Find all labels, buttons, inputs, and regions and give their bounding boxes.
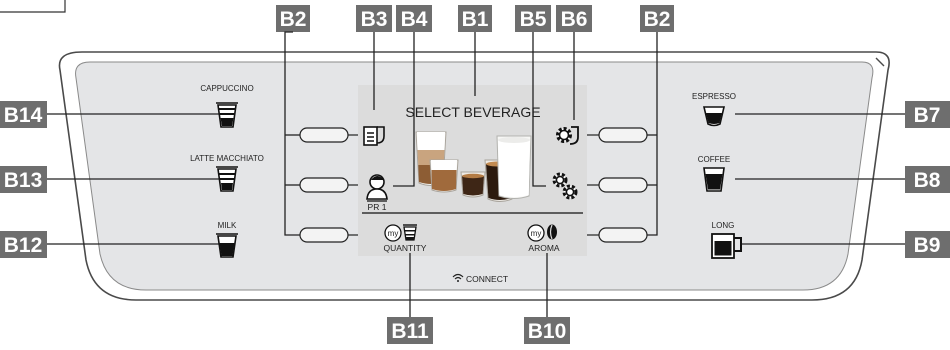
svg-text:B4: B4 bbox=[401, 8, 428, 31]
my-aroma-badge: my bbox=[531, 229, 542, 238]
svg-text:B13: B13 bbox=[4, 169, 43, 192]
screen-right-button-top[interactable] bbox=[587, 127, 648, 143]
my-quantity-badge: my bbox=[388, 229, 399, 238]
my-quantity-control[interactable]: my QUANTITY bbox=[384, 224, 427, 253]
milk-button[interactable]: MILK bbox=[216, 221, 238, 258]
svg-text:B11: B11 bbox=[391, 320, 429, 343]
latte-macchiato-cup-icon bbox=[216, 166, 238, 192]
screen-right-button-middle[interactable] bbox=[587, 177, 648, 193]
frame-corner bbox=[0, 0, 66, 13]
svg-text:B1: B1 bbox=[462, 8, 489, 31]
wifi-icon bbox=[452, 273, 464, 282]
callout-b4: B4 bbox=[396, 5, 432, 32]
screen-left-button-bottom[interactable] bbox=[299, 227, 358, 243]
connect-indicator: CONNECT bbox=[452, 273, 508, 284]
quantity-cup-icon bbox=[403, 224, 417, 241]
settings-cup-icon[interactable] bbox=[556, 126, 579, 145]
quantity-label: QUANTITY bbox=[384, 243, 427, 253]
espresso-label: ESPRESSO bbox=[692, 92, 736, 101]
my-aroma-control[interactable]: my AROMA bbox=[527, 224, 560, 254]
callout-b5: B5 bbox=[515, 5, 551, 32]
svg-text:B9: B9 bbox=[914, 234, 941, 257]
long-button[interactable]: LONG bbox=[711, 221, 742, 259]
callout-b1: B1 bbox=[458, 5, 492, 32]
coffee-cup-icon bbox=[703, 167, 725, 192]
profile-label: PR 1 bbox=[368, 202, 387, 212]
callout-b9: B9 bbox=[905, 231, 950, 258]
callout-b2-left: B2 bbox=[276, 5, 310, 32]
callout-b11: B11 bbox=[387, 317, 433, 344]
svg-text:B2: B2 bbox=[280, 8, 307, 31]
long-label: LONG bbox=[712, 221, 735, 230]
espresso-cup-icon bbox=[702, 106, 726, 127]
callout-b12: B12 bbox=[0, 231, 47, 258]
callout-b3: B3 bbox=[356, 5, 392, 32]
milk-cup-icon bbox=[216, 233, 238, 258]
callout-b2-right: B2 bbox=[640, 5, 674, 32]
svg-text:B14: B14 bbox=[4, 104, 43, 127]
leader-lines bbox=[47, 31, 905, 317]
long-mug-icon bbox=[711, 233, 742, 259]
screen-left-button-middle[interactable] bbox=[299, 177, 358, 193]
profile-icon[interactable] bbox=[366, 174, 388, 202]
espresso-button[interactable]: ESPRESSO bbox=[692, 92, 736, 127]
svg-text:B2: B2 bbox=[644, 8, 671, 31]
callout-b13: B13 bbox=[0, 166, 47, 193]
callout-b10: B10 bbox=[524, 317, 570, 344]
callout-b14: B14 bbox=[0, 101, 47, 128]
coffee-label: COFFEE bbox=[698, 155, 730, 164]
panel-notch bbox=[875, 57, 885, 67]
latte-macchiato-label: LATTE MACCHIATO bbox=[190, 154, 264, 163]
svg-text:B10: B10 bbox=[528, 320, 567, 343]
latte-macchiato-button[interactable]: LATTE MACCHIATO bbox=[190, 154, 264, 192]
connect-label: CONNECT bbox=[466, 274, 508, 284]
beverages-image bbox=[415, 131, 532, 202]
svg-text:B6: B6 bbox=[561, 8, 588, 31]
cappuccino-label: CAPPUCCINO bbox=[200, 84, 253, 93]
svg-text:B8: B8 bbox=[914, 169, 941, 192]
coffee-bean-icon bbox=[547, 224, 557, 240]
aroma-label: AROMA bbox=[528, 243, 560, 253]
gears-icon[interactable] bbox=[552, 172, 578, 200]
milk-label: MILK bbox=[218, 221, 237, 230]
callout-b8: B8 bbox=[905, 166, 950, 193]
cappuccino-button[interactable]: CAPPUCCINO bbox=[200, 84, 254, 128]
screen-left-button-top[interactable] bbox=[299, 127, 358, 143]
svg-text:B3: B3 bbox=[361, 8, 388, 31]
svg-text:B12: B12 bbox=[4, 234, 43, 257]
coffee-button[interactable]: COFFEE bbox=[698, 155, 730, 192]
cappuccino-cup-icon bbox=[216, 102, 238, 128]
svg-text:B7: B7 bbox=[914, 104, 941, 127]
callout-b6: B6 bbox=[556, 5, 592, 32]
screen-title: SELECT BEVERAGE bbox=[405, 104, 540, 120]
cup-settings-icon[interactable] bbox=[363, 126, 385, 146]
screen-right-button-bottom[interactable] bbox=[587, 227, 648, 243]
callout-b7: B7 bbox=[905, 101, 950, 128]
svg-text:B5: B5 bbox=[520, 8, 547, 31]
